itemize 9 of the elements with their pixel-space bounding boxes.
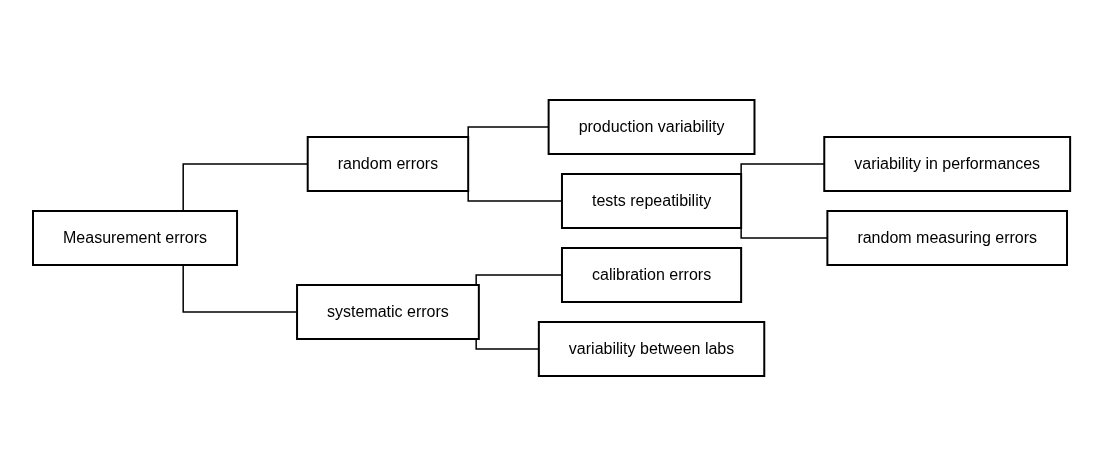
node-box: production variability (547, 99, 756, 155)
node-box: variability between labs (537, 321, 766, 377)
node-box: variability in performances (823, 136, 1072, 192)
node-box: random measuring errors (826, 210, 1068, 266)
node-box: tests repeatibility (560, 173, 743, 229)
node-box: calibration errors (560, 247, 743, 303)
node-box: random errors (306, 136, 470, 192)
node-box: Measurement errors (31, 210, 238, 266)
node-box: systematic errors (296, 284, 480, 340)
